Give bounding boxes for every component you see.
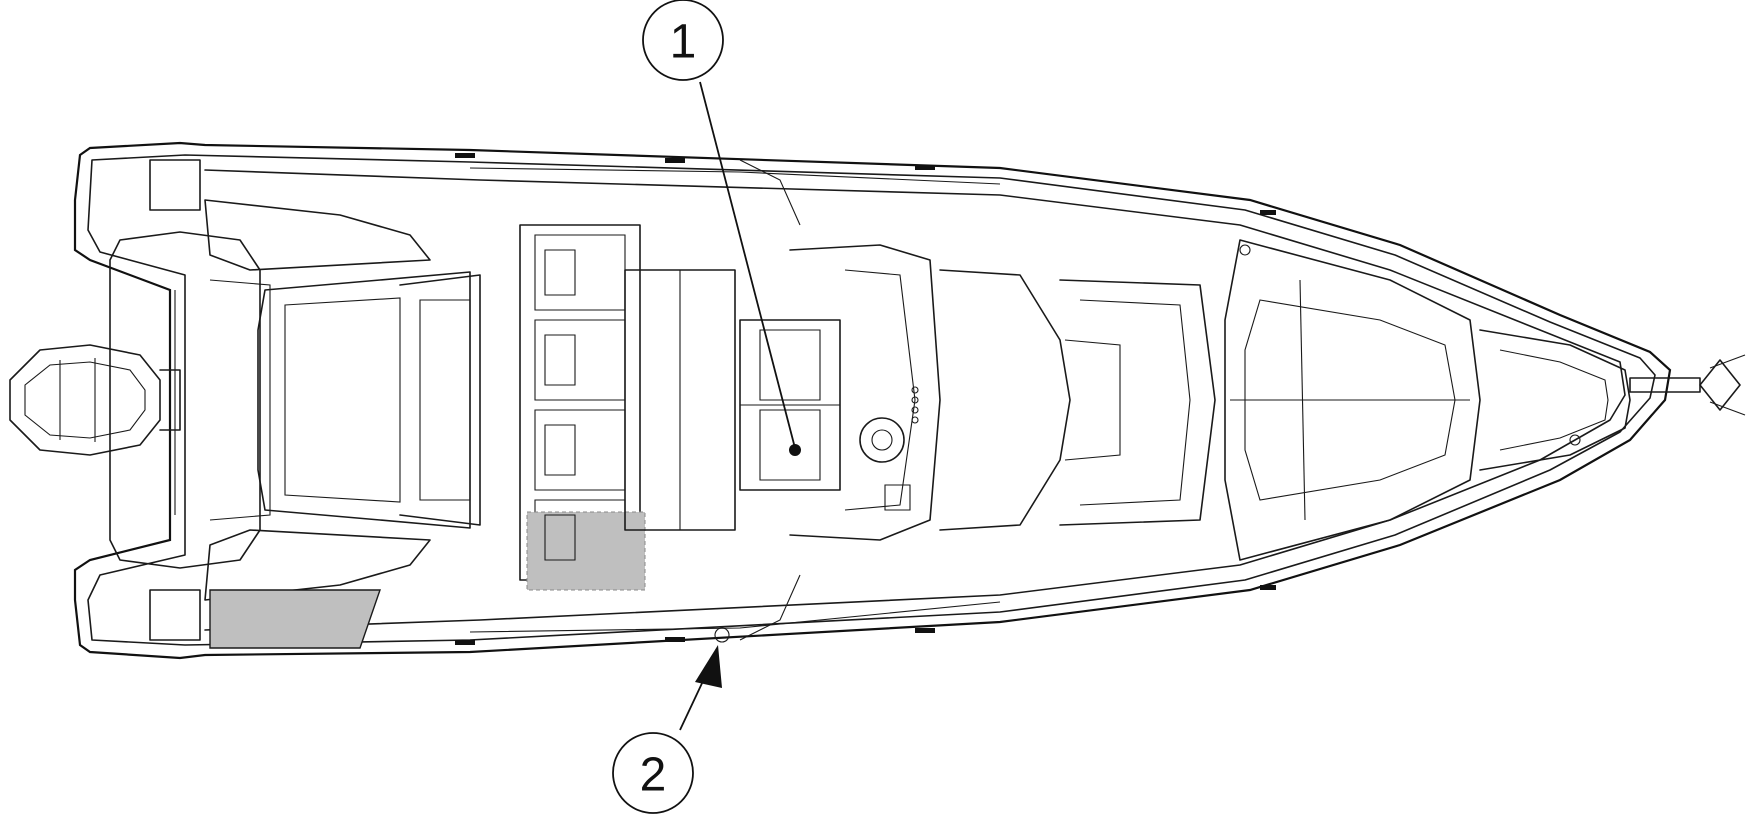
center-console: [789, 244, 1071, 541]
callout-2-label: 2: [640, 749, 667, 802]
callout-1-label: 1: [670, 16, 697, 69]
aft-cockpit: [257, 271, 481, 529]
highlighted-stern-locker: [209, 589, 381, 649]
forward-console-seat: [1059, 279, 1216, 526]
callout-2-arrowhead: [695, 645, 722, 688]
side-rail-details: [455, 153, 1276, 645]
anchor-icon: [1629, 354, 1746, 416]
outboard-motor: [9, 344, 181, 456]
callout-2: 2: [612, 645, 722, 814]
steering-wheel-icon: [859, 417, 905, 463]
bow-tip: [1239, 244, 1631, 471]
callout-1: 1: [642, 0, 796, 449]
bow-deck: [1224, 239, 1481, 561]
hull: [73, 141, 1672, 660]
center-cushion: [624, 269, 736, 531]
stern-platform: [109, 159, 431, 641]
helm-seats: [739, 319, 841, 491]
